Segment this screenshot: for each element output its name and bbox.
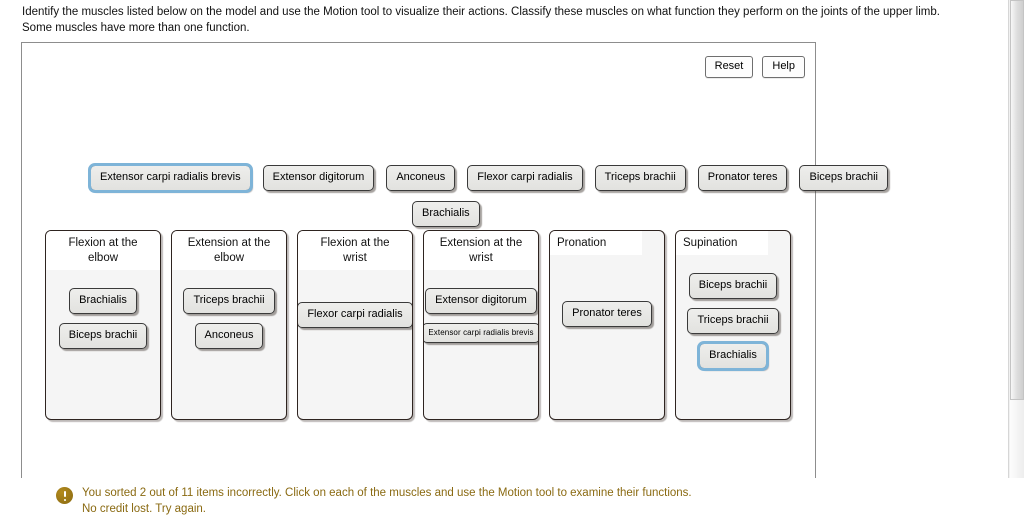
sorted-chip-triceps-brachii[interactable]: Triceps brachii: [687, 308, 779, 334]
muscle-chip-anconeus[interactable]: Anconeus: [386, 165, 456, 191]
column-header-line-1: Supination: [683, 237, 738, 249]
instructions-text: Identify the muscles listed below on the…: [22, 4, 962, 36]
category-column-extension-at-the-wrist[interactable]: Extension at the wrist Extensor digitoru…: [423, 230, 539, 420]
muscle-chip-extensor-digitorum[interactable]: Extensor digitorum: [262, 165, 375, 191]
column-items: Extensor digitorum Extensor carpi radial…: [424, 270, 538, 343]
help-button[interactable]: Help: [762, 56, 805, 78]
column-header-line-2: wrist: [343, 252, 367, 264]
column-header: Extension at the wrist: [424, 231, 538, 270]
muscle-bank-row-2: Brachialis: [412, 201, 480, 227]
sorted-chip-brachialis[interactable]: Brachialis: [697, 341, 769, 371]
muscle-chip-pronator-teres[interactable]: Pronator teres: [697, 165, 788, 191]
scrollbar-thumb[interactable]: [1010, 0, 1024, 400]
column-items: Brachialis Biceps brachii: [46, 270, 160, 349]
reset-button[interactable]: Reset: [704, 56, 754, 78]
sorted-chip-biceps-brachii[interactable]: Biceps brachii: [688, 273, 778, 299]
sorted-chip-biceps-brachii[interactable]: Biceps brachii: [58, 323, 148, 349]
sorted-chip-extensor-carpi-radialis-brevis[interactable]: Extensor carpi radialis brevis: [424, 323, 538, 343]
muscle-bank-row-1: Extensor carpi radialis brevis Extensor …: [88, 163, 888, 193]
column-header-line-1: Extension at the: [439, 237, 523, 249]
column-header: Supination: [676, 231, 768, 255]
column-header: Flexion at the wrist: [298, 231, 412, 270]
column-header-line-2: elbow: [213, 252, 245, 264]
alert-exclamation-icon: [56, 487, 73, 504]
column-items: Biceps brachii Triceps brachii Brachiali…: [676, 255, 790, 371]
feedback-text-block: You sorted 2 out of 11 items incorrectly…: [82, 485, 692, 517]
sorted-chip-anconeus[interactable]: Anconeus: [194, 323, 264, 349]
category-columns: Flexion at the elbow Brachialis Biceps b…: [45, 230, 791, 420]
column-items: Triceps brachii Anconeus: [172, 270, 286, 349]
column-header-line-1: Flexion at the: [68, 237, 138, 249]
column-header-line-2: elbow: [87, 252, 119, 264]
sorted-chip-brachialis[interactable]: Brachialis: [69, 288, 137, 314]
instruction-line-1: Identify the muscles listed below on the…: [22, 6, 940, 18]
category-column-flexion-at-the-elbow[interactable]: Flexion at the elbow Brachialis Biceps b…: [45, 230, 161, 420]
column-header: Extension at the elbow: [172, 231, 286, 270]
feedback-message: You sorted 2 out of 11 items incorrectly…: [56, 485, 692, 517]
category-column-extension-at-the-elbow[interactable]: Extension at the elbow Triceps brachii A…: [171, 230, 287, 420]
category-column-supination[interactable]: Supination Biceps brachii Triceps brachi…: [675, 230, 791, 420]
muscle-chip-triceps-brachii[interactable]: Triceps brachii: [594, 165, 686, 191]
sorted-chip-triceps-brachii[interactable]: Triceps brachii: [183, 288, 275, 314]
column-items: Pronator teres: [550, 255, 664, 327]
column-header-line-2: wrist: [469, 252, 493, 264]
muscle-chip-biceps-brachii[interactable]: Biceps brachii: [799, 165, 888, 191]
instruction-line-2: Some muscles have more than one function…: [22, 22, 250, 34]
vertical-scrollbar[interactable]: [1008, 0, 1024, 478]
category-column-pronation[interactable]: Pronation Pronator teres: [549, 230, 665, 420]
scrollbar-track[interactable]: [1010, 400, 1024, 478]
column-header-line-1: Flexion at the: [320, 237, 390, 249]
sorted-chip-pronator-teres[interactable]: Pronator teres: [562, 301, 652, 327]
column-header-line-1: Extension at the: [187, 237, 271, 249]
feedback-line-2: No credit lost. Try again.: [82, 503, 206, 515]
sorted-chip-extensor-digitorum[interactable]: Extensor digitorum: [425, 288, 537, 314]
column-header-line-1: Pronation: [557, 237, 607, 249]
column-header: Pronation: [550, 231, 642, 255]
muscle-chip-flexor-carpi-radialis[interactable]: Flexor carpi radialis: [467, 165, 583, 191]
feedback-line-1: You sorted 2 out of 11 items incorrectly…: [82, 487, 692, 499]
toolbar: Reset Help: [704, 56, 805, 78]
activity-panel: Reset Help Extensor carpi radialis brevi…: [21, 42, 888, 515]
column-header: Flexion at the elbow: [46, 231, 160, 270]
sorted-chip-flexor-carpi-radialis[interactable]: Flexor carpi radialis: [298, 302, 412, 328]
muscle-chip-extensor-carpi-radialis-brevis[interactable]: Extensor carpi radialis brevis: [88, 163, 253, 193]
category-column-flexion-at-the-wrist[interactable]: Flexion at the wrist Flexor carpi radial…: [297, 230, 413, 420]
muscle-chip-brachialis[interactable]: Brachialis: [412, 201, 480, 227]
column-items: Flexor carpi radialis: [298, 270, 412, 328]
